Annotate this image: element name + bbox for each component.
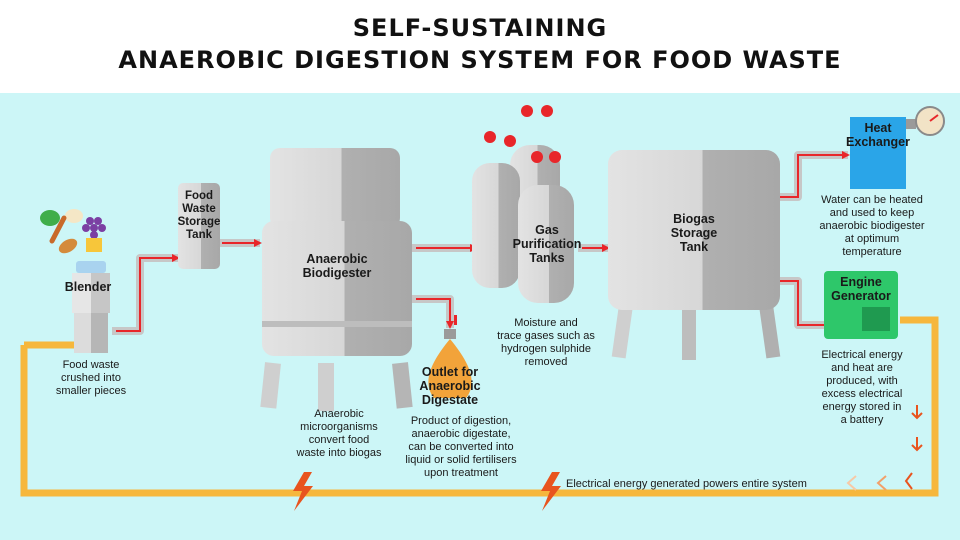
bread-icon [58,238,78,254]
engine-generator-caption: Electrical energy and heat are produced,… [821,349,903,426]
cheese-icon [86,238,102,252]
blender-icon [72,261,110,353]
pressure-gauge-icon [906,106,945,136]
engine-generator [824,271,898,339]
biogas-storage-tank [608,150,781,360]
anaerobic-biodigester-label: Anaerobic Biodigester [302,252,372,280]
gas-purification-tanks [472,105,574,303]
engine-generator-label: Engine Generator [831,275,891,303]
food-waste-storage-tank [178,183,220,269]
blender-caption: Food waste crushed into smaller pieces [55,359,127,397]
heat-exchanger-caption: Water can be heated and used to keep ana… [819,194,925,258]
lightning-icon [293,472,561,511]
valve-icon [444,315,457,339]
food-waste-storage-tank-label: Food Waste Storage Tank [177,190,221,241]
loop-caption: Electrical energy generated powers entir… [566,478,807,490]
purification-caption: Moisture and trace gases such as hydroge… [497,317,595,368]
anaerobic-biodigester [260,148,413,411]
biodigester-caption: Anaerobic microorganisms convert food wa… [296,408,382,459]
heat-exchanger-label: Heat Exchanger [846,121,910,149]
outlet-caption: Product of digestion, anaerobic digestat… [405,415,517,479]
vegetables-icon [40,209,83,244]
valve-wheels [484,105,561,163]
process-diagram [20,105,945,511]
energy-loop [20,316,939,497]
outlet-label: Outlet for Anaerobic Digestate [419,365,481,407]
title-line-1: SELF-SUSTAINING [352,14,608,42]
battery-arrow-icon [904,405,923,490]
blender-label: Blender [64,280,112,294]
loop-arrows [846,475,887,491]
biogas-storage-tank-label: Biogas Storage Tank [670,212,718,254]
diagram-panel: Blender Food Waste Storage Tank Anaerobi… [0,93,960,540]
grapes-icon [82,217,106,239]
gas-purification-tanks-label: Gas Purification Tanks [512,223,582,265]
heat-exchanger [850,117,906,189]
title-line-2: ANAEROBIC DIGESTION SYSTEM FOR FOOD WAST… [118,46,842,74]
pipe-arrows [116,154,842,332]
digestate-drop-icon [428,339,472,398]
